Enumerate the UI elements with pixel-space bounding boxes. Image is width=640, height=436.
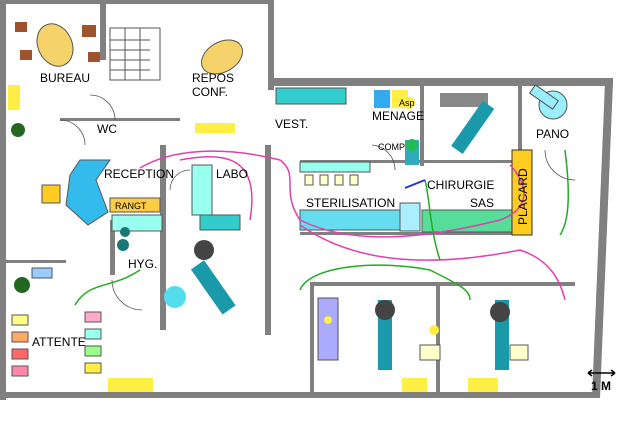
scale-bar: 1 M <box>587 369 616 393</box>
label-hyg: HYG. <box>128 257 157 271</box>
label-labo: LABO <box>216 167 248 181</box>
staircase <box>109 27 161 81</box>
label-reception: RECEPTION <box>104 167 174 181</box>
waiting-chairs <box>11 311 102 377</box>
scale-label: 1 M <box>591 379 611 393</box>
label-pano: PANO <box>536 127 569 141</box>
label-bureau: BUREAU <box>40 71 90 85</box>
doors <box>59 94 576 311</box>
asp-label: Asp <box>399 98 415 108</box>
room-labels: BUREAU REPOS CONF. WC VEST. MENAGE COMP … <box>32 71 569 349</box>
label-wc: WC <box>97 122 117 136</box>
label-vest: VEST. <box>275 117 308 131</box>
label-sterilisation: STERILISATION <box>306 196 395 210</box>
furniture: Asp <box>8 22 568 392</box>
circulation-paths <box>74 149 570 306</box>
label-placard: PLACARD <box>516 168 530 225</box>
label-menage: MENAGE <box>372 109 424 123</box>
label-comp: COMP <box>378 142 405 152</box>
label-chirurgie: CHIRURGIE <box>427 178 494 192</box>
label-rangt: RANGT <box>115 201 147 211</box>
label-repos: REPOS <box>192 71 234 85</box>
label-sas: SAS <box>470 196 494 210</box>
label-conf: CONF. <box>192 85 228 99</box>
label-attente: ATTENTE <box>32 335 86 349</box>
